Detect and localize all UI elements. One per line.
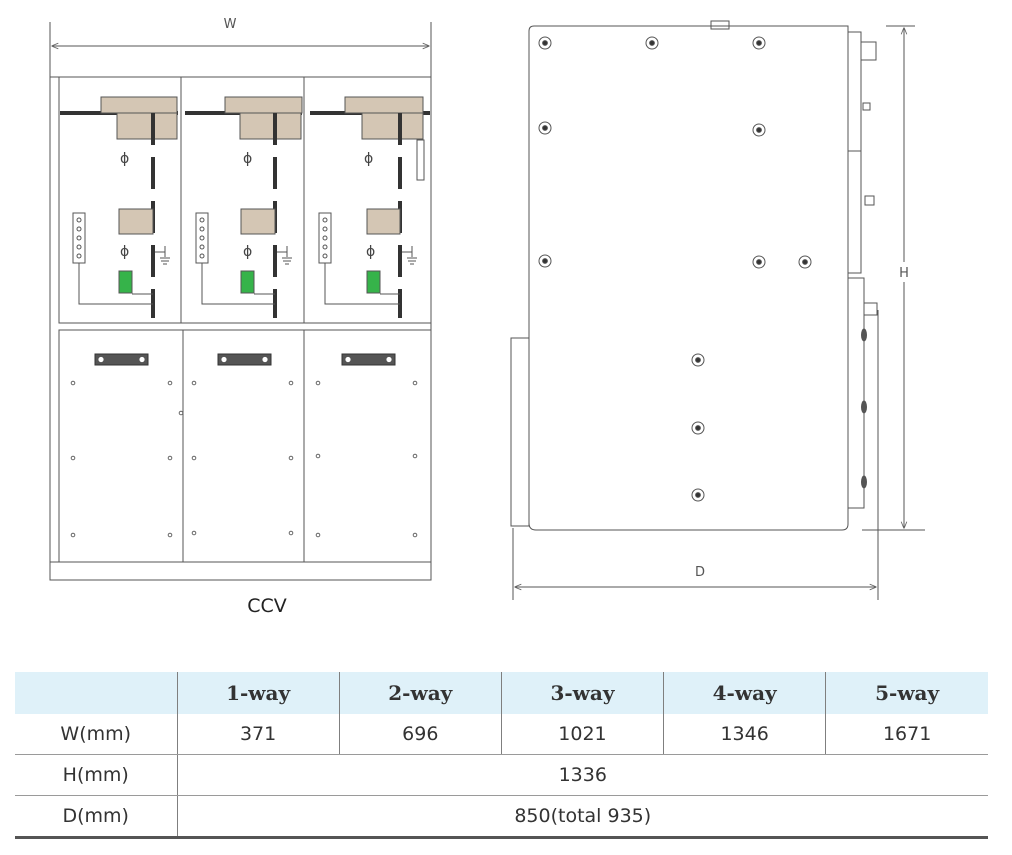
side-view [510, 20, 925, 600]
table-cell: 1336 [176, 754, 988, 796]
svg-text:ɸ: ɸ [120, 151, 129, 167]
switch-unit-1: ɸ ɸ [72, 96, 178, 318]
table-cell: 1671 [825, 714, 988, 755]
front-view [49, 22, 432, 581]
technical-drawing: ɸ ɸ ɸ ɸ [49, 17, 925, 617]
table-cell: 1346 [663, 714, 826, 755]
svg-text:ɸ: ɸ [243, 244, 252, 260]
header-cell-blank [15, 672, 177, 714]
header-cell-3-way: 3-way [500, 672, 664, 714]
table-cell: 1021 [500, 714, 664, 755]
table-row-width: W(mm) 371 696 1021 1346 1671 [15, 714, 988, 755]
table-row-depth: D(mm) 850(total 935) [15, 795, 988, 839]
svg-text:ɸ: ɸ [366, 244, 375, 260]
height-label: H [899, 266, 909, 281]
cabinet-frame [49, 76, 432, 581]
row-label: D(mm) [15, 795, 177, 839]
header-cell-2-way: 2-way [338, 672, 502, 714]
table-cell: 696 [338, 714, 502, 755]
table-cell: 371 [176, 714, 340, 755]
table-cell: 850(total 935) [176, 795, 988, 839]
svg-text:ɸ: ɸ [120, 244, 129, 260]
width-label: W [224, 17, 237, 32]
header-cell-4-way: 4-way [663, 672, 826, 714]
switch-unit-2: ɸ ɸ [195, 96, 303, 318]
side-body-outline [528, 25, 849, 531]
svg-text:ɸ: ɸ [364, 151, 373, 167]
header-cell-5-way: 5-way [825, 672, 988, 714]
row-label: H(mm) [15, 754, 177, 796]
drawing-caption: CCV [247, 595, 287, 617]
row-label: W(mm) [15, 714, 177, 755]
lower-doors [70, 353, 418, 538]
side-bolts [538, 36, 812, 502]
table-row-height: H(mm) 1336 [15, 754, 988, 796]
svg-text:ɸ: ɸ [243, 151, 252, 167]
switch-unit-3: ɸ ɸ [318, 96, 425, 318]
header-cell-1-way: 1-way [176, 672, 340, 714]
dimension-table: 1-way 2-way 3-way 4-way 5-way W(mm) 371 … [15, 672, 988, 839]
table-header-row: 1-way 2-way 3-way 4-way 5-way [15, 672, 988, 714]
depth-label: D [695, 565, 705, 580]
